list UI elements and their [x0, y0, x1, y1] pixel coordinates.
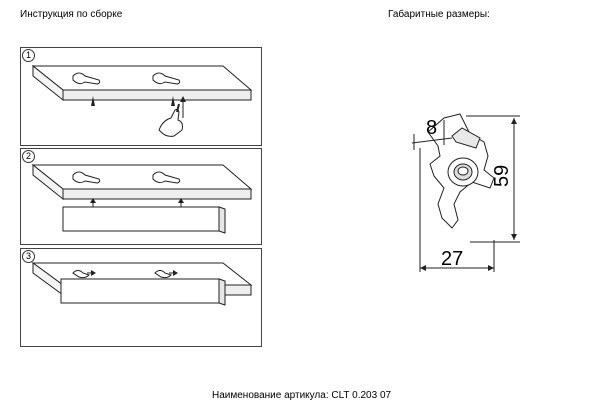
screw-icon [91, 96, 175, 106]
assembly-step-2: 2 [20, 148, 262, 245]
step-1-illustration [31, 64, 253, 137]
step-2-illustration [31, 163, 253, 234]
assembly-step-1: 1 [20, 47, 262, 146]
assembly-step-3: 3 [20, 248, 262, 347]
clip-icon [72, 270, 172, 279]
step-number-badge: 1 [22, 49, 35, 62]
hand-icon [158, 108, 183, 137]
step-number-badge: 2 [22, 150, 35, 163]
step-number-badge: 3 [22, 250, 35, 263]
article-name-footer: Наименование артикула: CLT 0.203 07 [212, 390, 392, 401]
clip-icon [72, 171, 181, 184]
dimension-width: 8 [426, 117, 437, 139]
dimension-height: 59 [491, 165, 513, 187]
dimension-depth: 27 [441, 248, 463, 270]
assembly-instructions-title: Инструкция по сборке [20, 9, 123, 20]
dimensions-title: Габаритные размеры: [388, 9, 490, 20]
step-3-illustration [31, 262, 253, 306]
clip-icon [72, 72, 181, 85]
